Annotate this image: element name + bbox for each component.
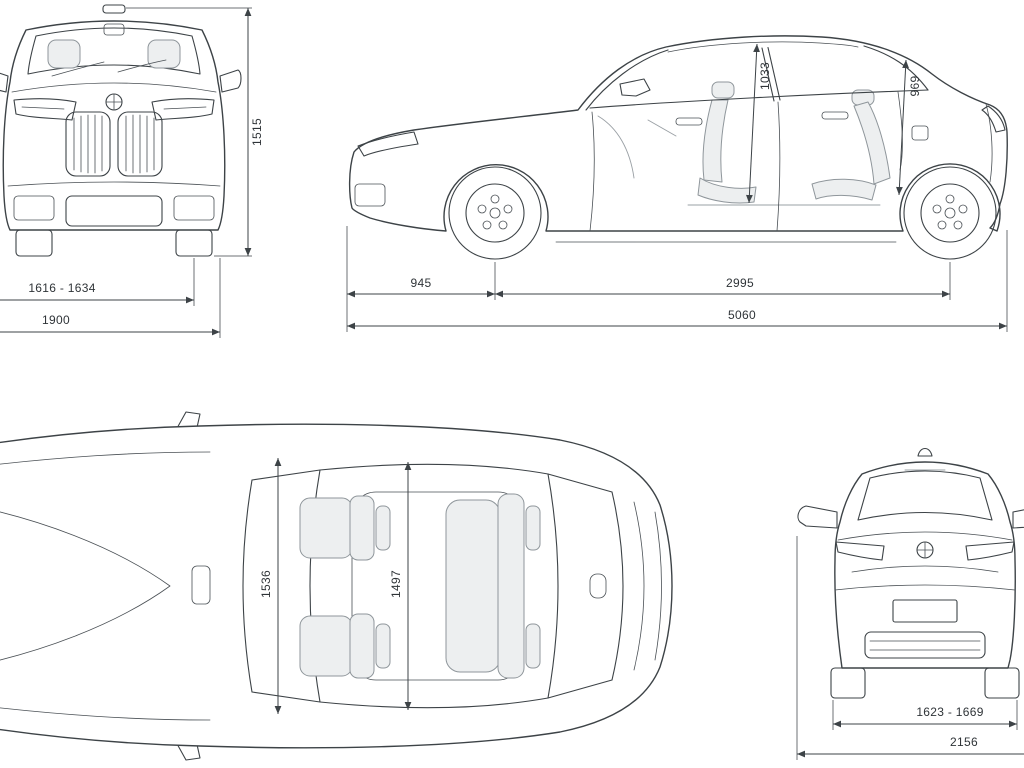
front-view: 1515 1616 - 1634 1900 xyxy=(0,4,264,338)
roof-rear-arc xyxy=(547,473,559,699)
dim-body-width: 1900 xyxy=(42,313,70,327)
dim-front-interior-height: 1033 xyxy=(758,62,772,90)
wiper xyxy=(51,61,105,77)
front-wheel xyxy=(448,166,542,260)
seat xyxy=(147,39,181,69)
air-intake xyxy=(65,195,163,227)
dim-wheelbase: 2995 xyxy=(726,276,754,290)
front-left-seat-top xyxy=(299,495,391,561)
left-headlight xyxy=(13,98,77,121)
seat xyxy=(47,39,81,69)
rear-wheel xyxy=(903,166,997,260)
shoulder-crease xyxy=(837,531,1013,541)
front-left-wheel xyxy=(15,229,53,257)
rear-antenna-fin xyxy=(917,447,933,457)
side-view-dimensions: 945 2995 5060 xyxy=(346,226,1008,332)
interior-mirror xyxy=(103,23,125,36)
rear-window xyxy=(857,470,993,521)
side-body-outline xyxy=(348,35,1008,232)
front-seat xyxy=(697,81,757,204)
shark-fin-antenna xyxy=(589,573,607,599)
door-handle xyxy=(675,117,703,126)
dim-overall-height: 1515 xyxy=(250,118,264,146)
top-view: 1536 1497 xyxy=(0,411,673,761)
side-view: 1033 969 945 2995 5060 xyxy=(346,35,1008,332)
fuel-door xyxy=(911,125,929,141)
b-pillar xyxy=(761,46,781,102)
rear-window-arc xyxy=(611,491,624,681)
a-pillar-top xyxy=(251,469,321,703)
top-view-dimensions: 1536 1497 xyxy=(259,458,412,714)
dim-rear-track: 1623 - 1669 xyxy=(916,705,983,719)
a-pillar xyxy=(585,49,669,111)
rear-left-wheel xyxy=(830,667,866,699)
dim-front-track: 1616 - 1634 xyxy=(28,281,95,295)
right-mirror xyxy=(219,69,242,93)
taillight-side xyxy=(981,105,1006,133)
dim-overall-length: 5060 xyxy=(728,308,756,322)
cowl-arc xyxy=(242,479,253,693)
left-headlight-detail xyxy=(21,106,65,110)
roof-antenna xyxy=(102,4,126,14)
hood-contour xyxy=(0,707,211,721)
rear-view-dimensions: 1623 - 1669 2156 xyxy=(796,536,1024,760)
headlight-side xyxy=(357,131,419,157)
inner-roofline xyxy=(667,41,859,53)
right-headlight xyxy=(151,98,215,121)
front-right-wheel xyxy=(175,229,213,257)
trunk-seam xyxy=(985,103,993,183)
license-plate xyxy=(892,599,958,623)
front-body-outline xyxy=(2,20,226,231)
hood-emblem xyxy=(191,565,211,605)
trunk-crease xyxy=(851,565,999,573)
side-view-interior-dimensions: 1033 969 xyxy=(745,43,922,204)
rear-right-wheel xyxy=(984,667,1020,699)
front-view-dimensions: 1515 1616 - 1634 1900 xyxy=(0,7,264,338)
front-intake-side xyxy=(354,183,386,207)
door-handle xyxy=(821,111,849,120)
dashboard-line xyxy=(597,115,635,179)
steering-wheel xyxy=(647,119,677,137)
hood-v-crease xyxy=(0,511,171,661)
hood-line xyxy=(11,82,217,93)
hood-contour xyxy=(0,451,211,465)
bmw-roundel-rear-icon xyxy=(916,541,934,559)
dim-rear-interior-height: 969 xyxy=(908,76,922,97)
roof-outline xyxy=(319,463,549,709)
tail-arc xyxy=(654,511,662,661)
taillight-right xyxy=(965,541,1015,561)
side-intake xyxy=(173,195,215,221)
rear-body-outline xyxy=(834,461,1016,669)
c-pillar-top xyxy=(547,473,613,699)
taillight-left xyxy=(835,541,885,561)
front-right-seat-top xyxy=(299,613,391,679)
dim-front-interior-width: 1536 xyxy=(259,570,273,598)
rear-view: 1623 - 1669 2156 xyxy=(796,447,1024,760)
front-door-seam xyxy=(589,111,595,232)
diffuser xyxy=(864,631,986,659)
dim-overall-width: 2156 xyxy=(950,735,978,749)
diffuser-slats xyxy=(869,640,981,651)
dim-rear-interior-width: 1497 xyxy=(389,570,403,598)
right-headlight-detail xyxy=(163,106,207,110)
rear-bench-top xyxy=(445,493,541,679)
rear-seat xyxy=(811,89,891,201)
bumper-crease-rear xyxy=(834,584,1016,591)
windshield xyxy=(27,27,201,75)
bumper-crease xyxy=(7,181,221,187)
side-intake xyxy=(13,195,55,221)
wiper xyxy=(117,59,167,73)
kidney-grille-icon xyxy=(65,111,163,177)
door-seam xyxy=(776,101,781,232)
dim-front-overhang: 945 xyxy=(411,276,432,290)
top-body-outline xyxy=(0,423,673,749)
rear-mirror-right xyxy=(1012,509,1024,529)
trunk-arc xyxy=(633,501,645,671)
left-mirror xyxy=(0,72,9,93)
side-mirror xyxy=(619,78,651,97)
rear-mirror-left xyxy=(797,505,838,529)
bmw-roundel-icon xyxy=(105,93,123,111)
